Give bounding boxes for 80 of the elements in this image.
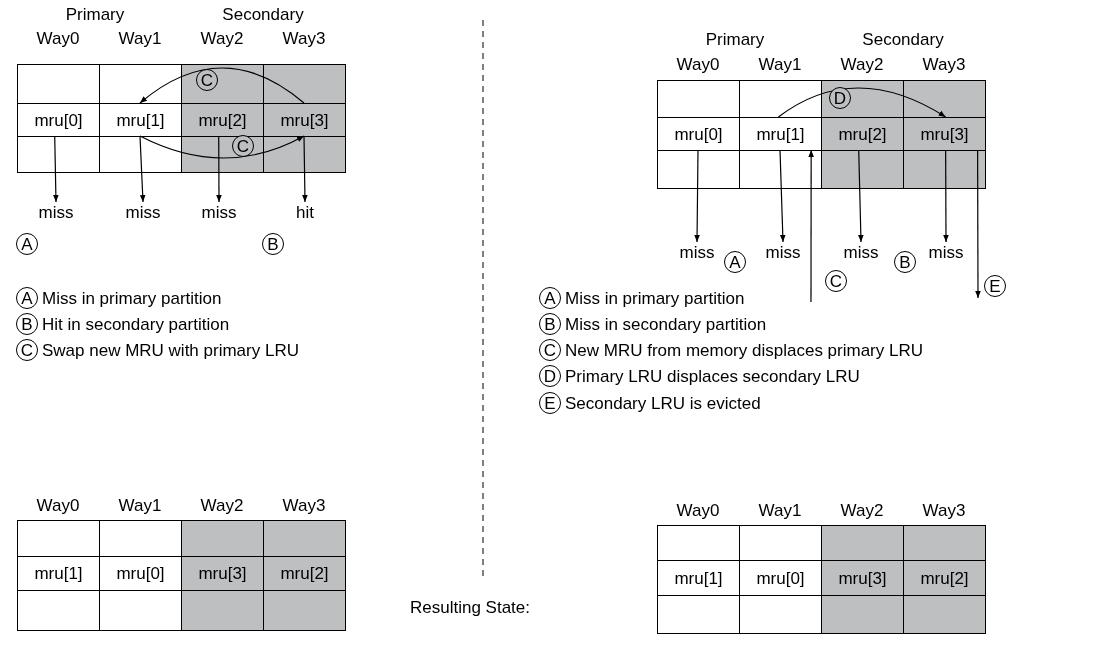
legend-text: Hit in secondary partition	[42, 315, 230, 333]
heading-label: Way2	[840, 501, 884, 519]
heading-label: Way1	[118, 29, 162, 47]
heading-label: Secondary	[862, 30, 944, 48]
callout-letter: B	[16, 313, 38, 335]
table-cell: mru[1]	[100, 104, 182, 137]
legend-text: Miss in primary partition	[565, 289, 745, 307]
edge-label: E	[984, 275, 1006, 297]
result-label: miss	[31, 202, 81, 224]
legend-text: New MRU from memory displaces primary LRU	[565, 341, 923, 359]
arrow	[943, 149, 949, 243]
arrow	[808, 149, 814, 303]
heading-label: Primary	[65, 5, 125, 23]
edge-label: C	[825, 270, 847, 292]
arrow	[858, 149, 864, 243]
callout-letter: A	[16, 233, 38, 255]
result-label: miss	[194, 202, 244, 224]
heading-label: Way0	[36, 29, 80, 47]
callout-letter: B	[894, 251, 916, 273]
table-cell: mru[1]	[18, 557, 100, 591]
callout-letter: A	[724, 251, 746, 273]
callout-letter: E	[539, 392, 561, 414]
table-cell: mru[0]	[740, 561, 822, 596]
heading-label: Way2	[200, 496, 244, 514]
legend-text: Secondary LRU is evicted	[565, 394, 761, 412]
table-cell: mru[3]	[264, 104, 346, 137]
arrow	[53, 135, 59, 203]
arrow	[302, 135, 308, 203]
result-label: miss	[672, 242, 722, 264]
arrow	[777, 87, 947, 118]
legend-text: Miss in secondary partition	[565, 315, 767, 333]
heading-label: Way1	[118, 496, 162, 514]
table-cell: mru[0]	[658, 118, 740, 151]
callout-letter: B	[539, 313, 561, 335]
table-cell: mru[1]	[658, 561, 740, 596]
callout-letter: D	[539, 365, 561, 387]
heading-label: Resulting State:	[410, 598, 530, 616]
result-label: miss	[836, 242, 886, 264]
table-cell: mru[1]	[740, 118, 822, 151]
result-label: miss	[921, 242, 971, 264]
heading-label: Way2	[840, 55, 884, 73]
heading-label: Way1	[758, 501, 802, 519]
result-label: miss	[118, 202, 168, 224]
heading-label: Way1	[758, 55, 802, 73]
table-cell: mru[0]	[100, 557, 182, 591]
legend-text: Primary LRU displaces secondary LRU	[565, 367, 860, 385]
table-cell: mru[3]	[904, 118, 986, 151]
table-cell: mru[2]	[822, 118, 904, 151]
heading-label: Way0	[676, 501, 720, 519]
heading-label: Way0	[36, 496, 80, 514]
heading-label: Way0	[676, 55, 720, 73]
arrow	[694, 149, 700, 243]
table-cell: mru[0]	[18, 104, 100, 137]
result-label: miss	[758, 242, 808, 264]
heading-label: Way3	[282, 29, 326, 47]
callout-letter: C	[539, 339, 561, 361]
heading-label: Primary	[705, 30, 765, 48]
heading-label: Way3	[922, 501, 966, 519]
arrow	[975, 149, 981, 299]
table-cell: mru[2]	[904, 561, 986, 596]
arrow	[139, 135, 146, 203]
arrow	[139, 135, 305, 159]
legend-text: Swap new MRU with primary LRU	[42, 341, 299, 359]
callout-letter: A	[539, 287, 561, 309]
heading-label: Secondary	[222, 5, 304, 23]
callout-letter: B	[262, 233, 284, 255]
table-cell: mru[2]	[264, 557, 346, 591]
heading-label: Way3	[282, 496, 326, 514]
heading-label: Way2	[200, 29, 244, 47]
table-cell: mru[3]	[182, 557, 264, 591]
arrow	[139, 67, 305, 104]
heading-label: Way3	[922, 55, 966, 73]
arrow	[216, 135, 222, 203]
table-cell: mru[2]	[182, 104, 264, 137]
legend-text: Miss in primary partition	[42, 289, 222, 307]
callout-letter: A	[16, 287, 38, 309]
arrow	[779, 149, 786, 243]
table-cell: mru[3]	[822, 561, 904, 596]
result-label: hit	[280, 202, 330, 224]
callout-letter: C	[16, 339, 38, 361]
